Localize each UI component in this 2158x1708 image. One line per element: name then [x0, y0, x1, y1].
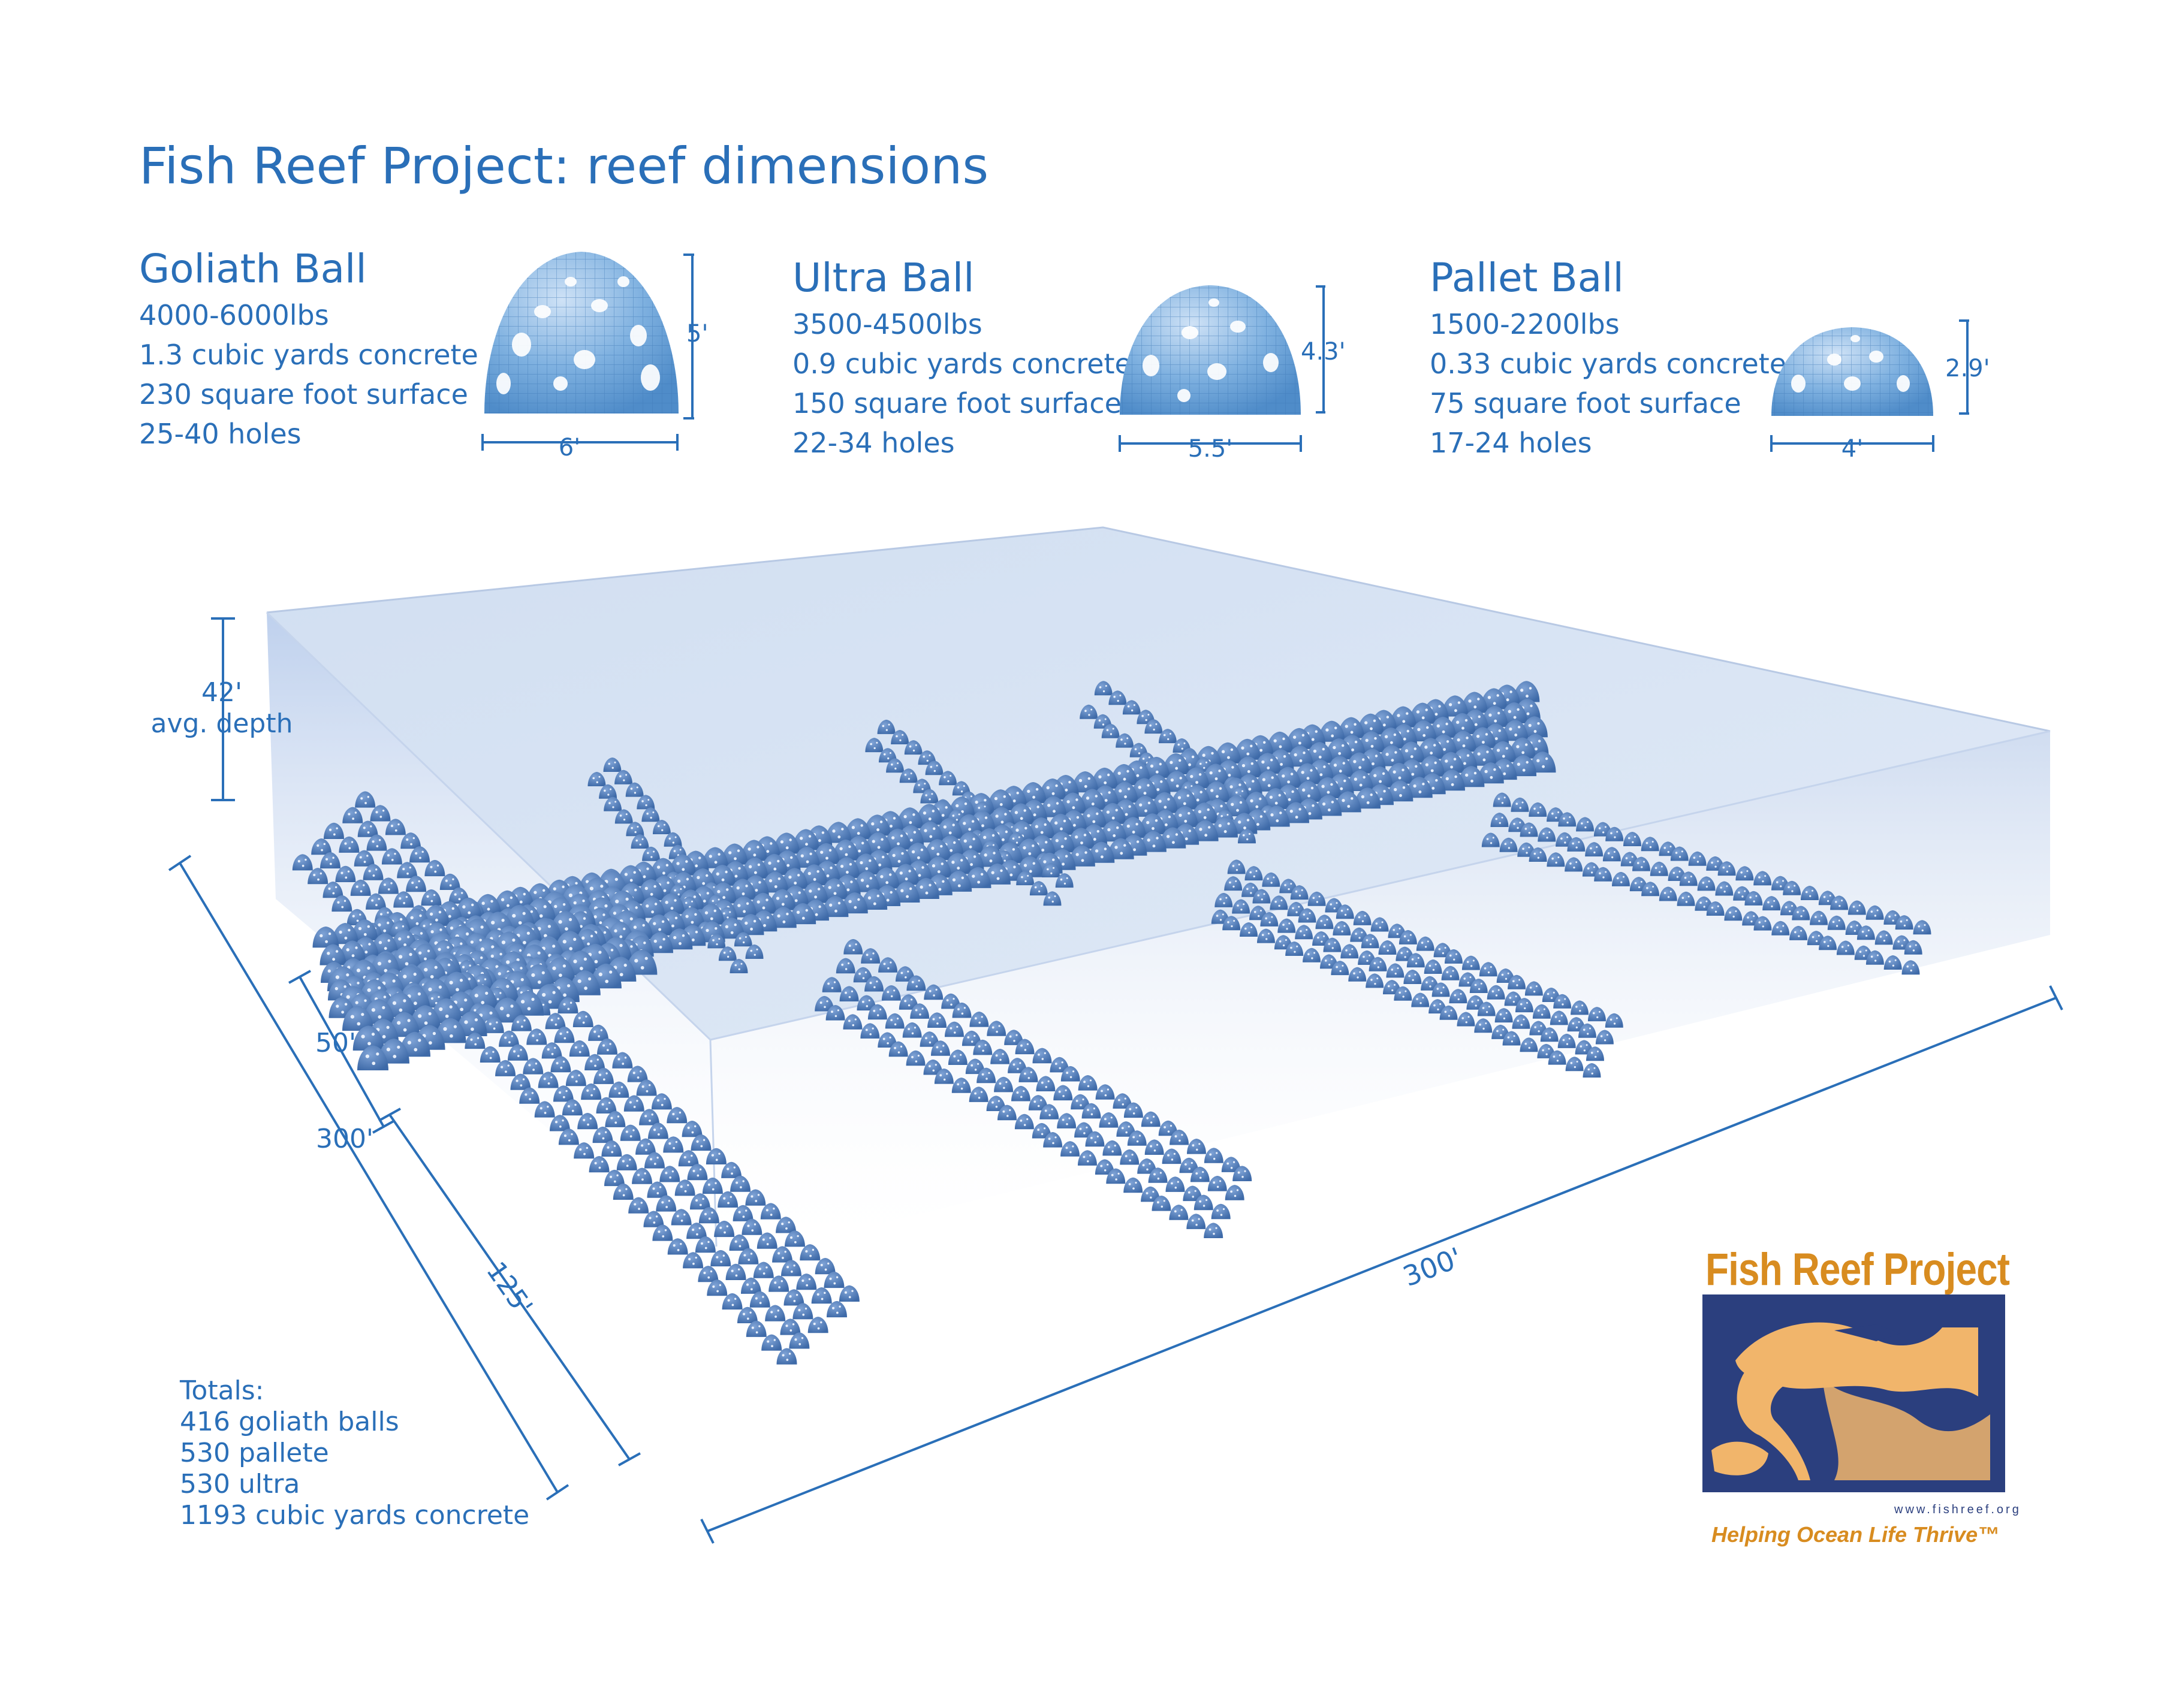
logo-title: Fish Reef Project	[1705, 1244, 2010, 1295]
reef-ball	[1583, 1063, 1601, 1078]
fish-reef-logo	[1698, 1290, 2010, 1497]
page-title: Fish Reef Project: reef dimensions	[139, 137, 989, 195]
width-50-bracket	[288, 970, 395, 1134]
reef-ball	[1186, 1214, 1206, 1229]
ball-surface: 75 square foot surface	[1430, 387, 1741, 420]
ball-concrete: 1.3 cubic yards concrete	[139, 339, 478, 371]
reef-ball	[1565, 1057, 1584, 1072]
ultra-width-label: 5.5'	[1188, 435, 1233, 463]
ultra-ball-icon	[1120, 285, 1301, 415]
goliath-ball-spec: Goliath Ball 4000-6000lbs 1.3 cubic yard…	[139, 246, 478, 454]
ball-holes: 22-34 holes	[792, 427, 955, 459]
depth-bracket	[211, 617, 235, 801]
totals-goliath: 416 goliath balls	[180, 1407, 399, 1437]
seahorse-shape	[1737, 1372, 1810, 1480]
fish-shape	[1834, 1324, 1900, 1341]
coral-shape	[1822, 1378, 1990, 1480]
ball-weight: 4000-6000lbs	[139, 299, 329, 331]
width-125-bracket	[378, 1108, 641, 1466]
dimension-lines	[168, 617, 2063, 1544]
reef-ball	[1165, 1176, 1185, 1192]
totals-heading: Totals:	[180, 1375, 264, 1406]
width-50-label: 50'	[315, 1028, 356, 1058]
totals-pallet: 530 pallete	[180, 1438, 329, 1468]
ball-weight: 3500-4500lbs	[792, 308, 982, 340]
ball-surface: 150 square foot surface	[792, 387, 1122, 420]
ball-concrete: 0.33 cubic yards concrete	[1430, 348, 1787, 380]
bottom-300-label: 300'	[1399, 1241, 1466, 1293]
width-125-label: 125'	[480, 1256, 538, 1321]
ball-weight: 1500-2200lbs	[1430, 308, 1620, 340]
depth-label: avg. depth	[151, 708, 293, 739]
totals-block: Totals: 416 goliath balls 530 pallete 53…	[180, 1375, 529, 1531]
ball-name: Pallet Ball	[1430, 255, 1624, 301]
ultra-height-label: 4.3'	[1301, 338, 1346, 366]
goliath-height-label: 5'	[686, 320, 708, 348]
goliath-width-label: 6'	[559, 434, 580, 461]
reef-shape	[1735, 1322, 1978, 1396]
reef-ball	[1207, 1176, 1227, 1191]
reef-ball	[1204, 1223, 1223, 1238]
ball-name: Goliath Ball	[139, 246, 367, 292]
turtle-shape	[1711, 1441, 1768, 1475]
reef-ball	[1169, 1205, 1189, 1220]
ball-name: Ultra Ball	[792, 255, 975, 301]
pallet-ball-spec: Pallet Ball 1500-2200lbs 0.33 cubic yard…	[1430, 255, 1786, 463]
pallet-width-label: 4'	[1841, 435, 1863, 463]
ball-holes: 25-40 holes	[139, 418, 302, 450]
pallet-ball-icon	[1771, 327, 1933, 416]
logo-tagline: Helping Ocean Life Thrive™	[1711, 1522, 2000, 1547]
ball-holes: 17-24 holes	[1430, 427, 1592, 459]
ball-concrete: 0.9 cubic yards concrete	[792, 348, 1132, 380]
left-300-label: 300'	[316, 1124, 373, 1154]
left-300-bracket	[168, 855, 569, 1501]
logo-url: www.fishreef.org	[1894, 1503, 2021, 1516]
totals-concrete: 1193 cubic yards concrete	[180, 1500, 530, 1531]
depth-value: 42'	[201, 677, 242, 708]
ball-brackets	[481, 254, 1969, 452]
totals-ultra: 530 ultra	[180, 1469, 300, 1499]
reef-ball	[1123, 1177, 1143, 1193]
ball-surface: 230 square foot surface	[139, 378, 468, 411]
reef-ball	[1225, 1185, 1244, 1200]
reef-ball	[1211, 1203, 1231, 1220]
reef-ball	[1204, 1148, 1223, 1163]
bottom-300-bracket	[700, 985, 2063, 1544]
ultra-ball-spec: Ultra Ball 3500-4500lbs 0.9 cubic yards …	[792, 255, 1132, 463]
pallet-height-label: 2.9'	[1945, 355, 1990, 382]
goliath-ball-icon	[484, 252, 679, 414]
